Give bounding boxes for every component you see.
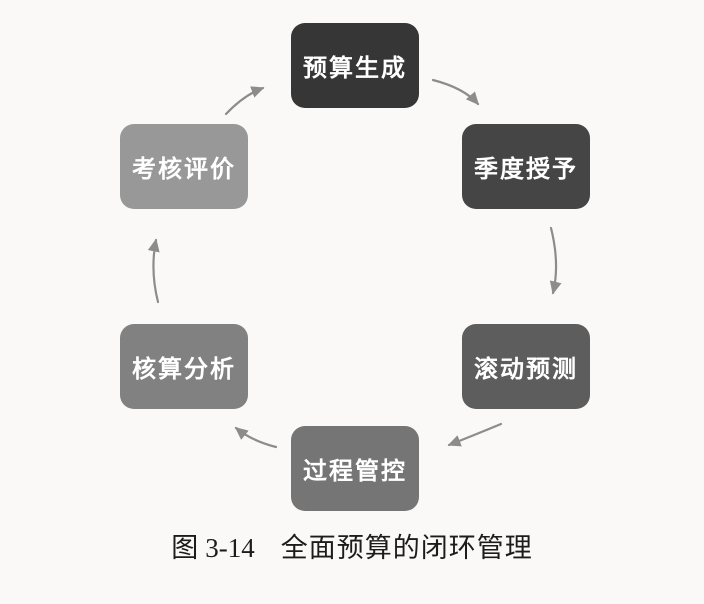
node-quarterly-grant: 季度授予 (462, 124, 590, 209)
caption-title: 全面预算的闭环管理 (280, 533, 533, 563)
arrow-assess-to-budget (224, 86, 265, 116)
node-rolling-forecast: 滚动预测 (462, 324, 590, 409)
node-label: 季度授予 (474, 156, 578, 183)
arrow-budget-to-quarterly (431, 78, 480, 106)
node-label: 过程管控 (303, 458, 407, 485)
arrow-quarterly-to-rolling (549, 226, 562, 295)
node-budget-generation: 预算生成 (291, 23, 419, 108)
node-label: 核算分析 (132, 356, 236, 383)
caption-number: 3-14 (205, 533, 255, 563)
arrow-rolling-to-process (447, 422, 503, 447)
node-label: 预算生成 (303, 55, 407, 82)
arrow-process-to-accounting (234, 426, 278, 449)
arrow-accounting-to-assess (147, 238, 160, 304)
caption-prefix: 图 (171, 533, 199, 563)
node-accounting-analysis: 核算分析 (120, 324, 248, 409)
node-label: 考核评价 (132, 156, 236, 183)
node-assessment-evaluation: 考核评价 (120, 124, 248, 209)
node-process-control: 过程管控 (291, 426, 419, 511)
node-label: 滚动预测 (474, 356, 578, 383)
